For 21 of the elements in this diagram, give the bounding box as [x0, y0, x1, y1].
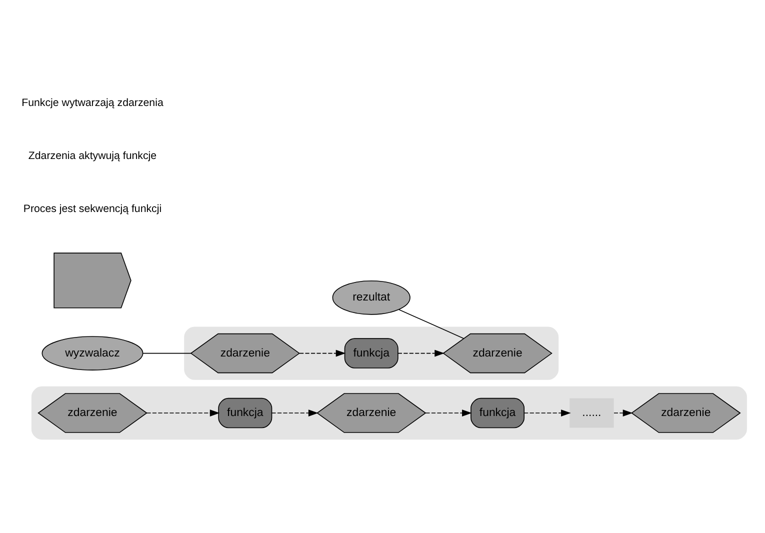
- arrow: [146, 409, 220, 416]
- label: Zdarzenia aktywują funkcje: [28, 149, 157, 162]
- arrow: [425, 409, 472, 416]
- connector: [398, 308, 464, 338]
- node-box: funkcja: [470, 397, 525, 428]
- cluster: [31, 386, 747, 440]
- arrow: [524, 409, 571, 416]
- node-box: ......: [570, 398, 614, 428]
- node-arrow: [54, 252, 132, 308]
- arrow: [398, 349, 444, 356]
- connector: [142, 352, 192, 354]
- node-ellipse: rezultat: [332, 280, 410, 314]
- cluster: [184, 326, 559, 380]
- arrow: [271, 409, 318, 416]
- node-box: funkcja: [218, 397, 272, 428]
- arrow: [299, 349, 346, 356]
- node-box: funkcja: [344, 338, 398, 368]
- arrow: [614, 409, 633, 416]
- node-ellipse: wyzwalacz: [42, 336, 144, 370]
- label: Funkcje wytwarzają zdarzenia: [22, 96, 164, 108]
- label: Proces jest sekwencją funkcji: [23, 202, 162, 215]
